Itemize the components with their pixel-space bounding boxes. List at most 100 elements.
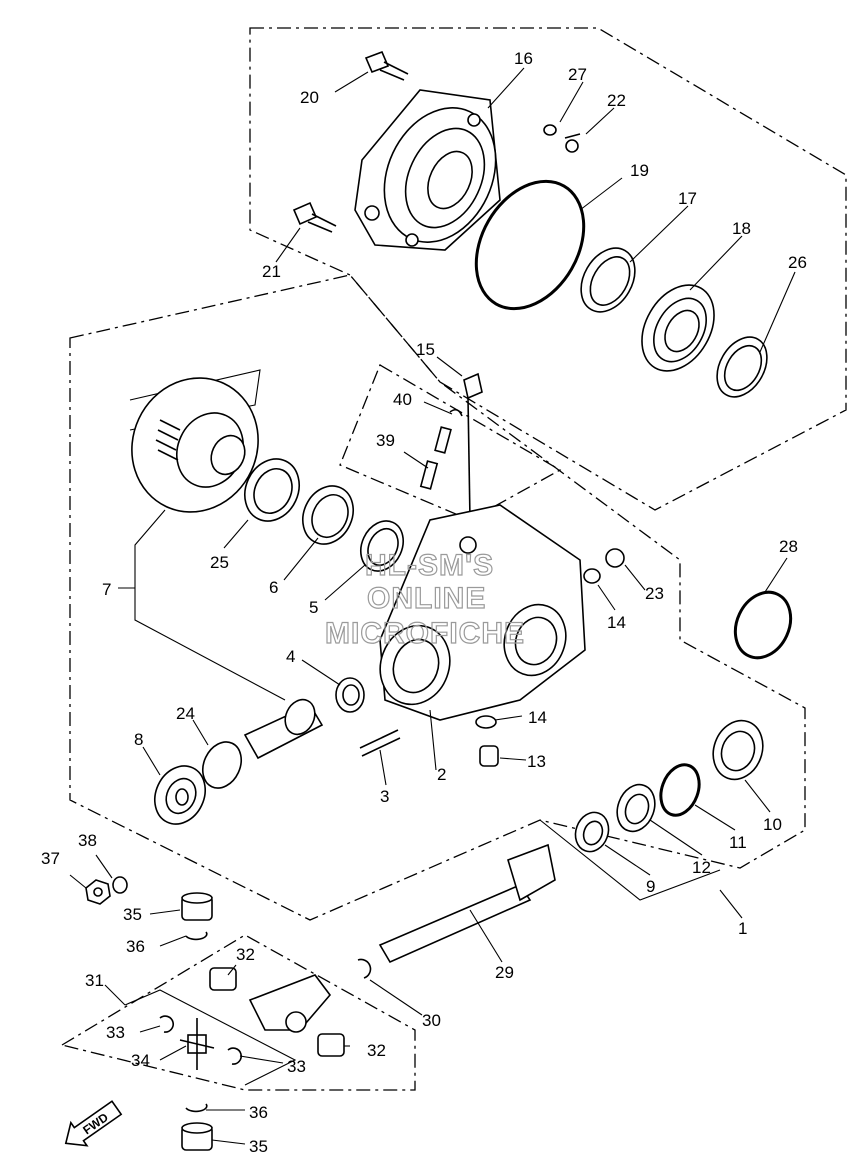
callout-label: 14: [607, 613, 626, 632]
callout-label: 36: [249, 1103, 268, 1122]
bolt-22: [564, 133, 581, 153]
shim-26: [716, 336, 768, 398]
callout-label: 20: [300, 88, 319, 107]
callout-label: 7: [102, 580, 111, 599]
callout-label: 38: [78, 831, 97, 850]
o-ring-19: [474, 179, 586, 311]
callout-label: 8: [134, 730, 143, 749]
washer-38: [112, 876, 128, 894]
plug-23: [605, 548, 625, 568]
callout-label: 18: [732, 219, 751, 238]
watermark: HL-SM'S ONLINE MICROFICHE: [324, 548, 525, 650]
bearing-4: [335, 677, 365, 713]
callout-label: 13: [527, 752, 546, 771]
o-ring-11: [659, 763, 701, 817]
boundary-upper-group: [249, 27, 847, 511]
callout-label: 30: [422, 1011, 441, 1030]
circlip-33-right: [227, 1047, 242, 1065]
boundary-main-group: [69, 274, 806, 921]
callout-label: 39: [376, 431, 395, 450]
callout-label: 17: [678, 189, 697, 208]
nut-10: [712, 719, 764, 781]
case-2: [379, 504, 586, 721]
callout-labels: 1 2 3 4 5 6 7 8 9 10 11 12 13 14 14 15 1…: [41, 49, 807, 1156]
pin-39-upper: [434, 426, 452, 454]
stud-3: [359, 729, 401, 757]
callout-label: 34: [131, 1051, 150, 1070]
bearing-6: [302, 485, 354, 545]
callout-label: 35: [123, 905, 142, 924]
bracket-31: [124, 989, 297, 1086]
fwd-arrow-icon: FWD: [64, 1100, 123, 1147]
bearing-8: [154, 765, 206, 825]
bearing-9: [574, 811, 610, 853]
watermark-line-1: HL-SM'S: [365, 549, 494, 582]
seal-5: [360, 520, 404, 572]
boundary-sensor-group: [339, 364, 562, 521]
callout-label: 33: [106, 1023, 125, 1042]
callout-label: 11: [729, 833, 747, 852]
washer-14-upper: [583, 568, 601, 584]
seal-17: [580, 247, 636, 313]
o-ring-28: [733, 590, 793, 660]
bearing-25: [244, 458, 300, 522]
pinion-gear-7: [243, 698, 324, 760]
seal-12: [616, 783, 656, 833]
bolt-21: [292, 201, 337, 233]
callout-label: 27: [568, 65, 587, 84]
callout-label: 19: [630, 161, 649, 180]
callout-label: 16: [514, 49, 533, 68]
ring-gear-7: [131, 377, 259, 513]
washer-27: [543, 124, 557, 136]
watermark-line-3: MICROFICHE: [325, 617, 525, 650]
callout-label: 37: [41, 849, 60, 868]
drive-shaft-29: [378, 843, 556, 964]
bearing-35-upper: [181, 892, 213, 921]
shim-24: [201, 741, 243, 789]
callout-label: 10: [763, 815, 782, 834]
callout-label: 14: [528, 708, 547, 727]
bearing-18: [641, 284, 715, 372]
bolt-20: [364, 50, 409, 81]
washer-14-lower: [475, 715, 497, 729]
circlip-30: [357, 958, 372, 979]
callout-label: 22: [607, 91, 626, 110]
boundary-joint-group: [60, 934, 416, 1091]
callout-label: 36: [126, 937, 145, 956]
callout-label: 25: [210, 553, 229, 572]
clip-40: [449, 408, 463, 417]
plug-13: [479, 745, 499, 767]
circlip-36-upper: [185, 931, 208, 941]
spider-34: [179, 1018, 215, 1070]
yoke-31: [248, 974, 332, 1033]
callout-label: 33: [287, 1057, 306, 1076]
callout-label: 3: [380, 787, 389, 806]
callout-label: 23: [645, 584, 664, 603]
callout-label: 32: [367, 1041, 386, 1060]
callout-label: 40: [393, 390, 412, 409]
callout-label: 1: [738, 919, 747, 938]
callout-label: 12: [692, 858, 711, 877]
bearing-32-lower: [317, 1033, 345, 1057]
bracket-1: [539, 819, 721, 901]
callout-label: 35: [249, 1137, 268, 1156]
callout-label: 15: [416, 340, 435, 359]
callout-label: 26: [788, 253, 807, 272]
bearing-35-lower: [181, 1122, 213, 1151]
nut-37: [85, 879, 111, 905]
callout-label: 31: [85, 971, 104, 990]
callout-label: 21: [262, 262, 281, 281]
circlip-36-lower: [185, 1103, 208, 1113]
callout-label: 4: [286, 647, 295, 666]
bearing-32-upper: [209, 967, 237, 991]
callout-label: 5: [309, 598, 318, 617]
callout-label: 29: [495, 963, 514, 982]
pin-39-lower: [419, 460, 439, 490]
fitting-15: [463, 372, 483, 521]
callout-label: 6: [269, 578, 278, 597]
group-boundaries: [60, 27, 847, 1091]
callout-label: 2: [437, 765, 446, 784]
cover-16: [354, 89, 501, 251]
callout-label: 28: [779, 537, 798, 556]
